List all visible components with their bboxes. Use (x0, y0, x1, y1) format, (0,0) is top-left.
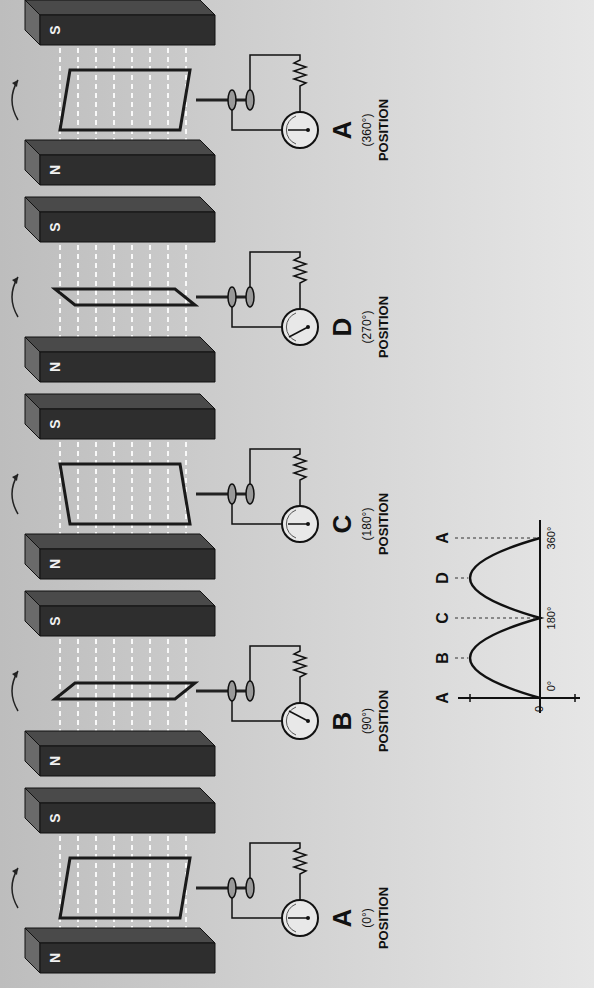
graph-letter: B (434, 652, 452, 664)
position-letter: A (328, 121, 357, 140)
angle-label: (180°) (361, 508, 374, 541)
position-letter: D (328, 318, 357, 337)
position-label: POSITION (377, 493, 391, 555)
axis-label: 360° (545, 527, 557, 550)
angle-label: (360°) (361, 114, 374, 147)
position-letter: C (328, 515, 357, 534)
position-letter: A (328, 909, 357, 928)
magnet-pole-label: S (48, 813, 63, 822)
position-label: POSITION (377, 690, 391, 752)
axis-label: 0 (533, 706, 545, 712)
magnet-pole-label: N (48, 756, 63, 766)
graph-letter: C (434, 612, 452, 624)
output-graph (455, 520, 580, 713)
magnet-pole-label: N (48, 165, 63, 175)
angle-label: (270°) (361, 311, 374, 344)
position-label: POSITION (377, 296, 391, 358)
position-label: POSITION (377, 99, 391, 161)
position-letter: B (328, 712, 357, 731)
axis-label: 180° (545, 607, 557, 630)
magnet-pole-label: N (48, 559, 63, 569)
magnet-pole-label: S (48, 25, 63, 34)
angle-label: (0°) (361, 908, 374, 927)
graph-letter: A (434, 692, 452, 704)
magnet-pole-label: S (48, 222, 63, 231)
graph-letter: D (434, 572, 452, 584)
magnet-pole-label: S (48, 419, 63, 428)
graph-letter: A (434, 532, 452, 544)
angle-label: (90°) (361, 708, 374, 734)
axis-label: 0° (545, 681, 557, 692)
magnet-pole-label: S (48, 616, 63, 625)
position-label: POSITION (377, 887, 391, 949)
magnet-pole-label: N (48, 362, 63, 372)
magnet-pole-label: N (48, 953, 63, 963)
